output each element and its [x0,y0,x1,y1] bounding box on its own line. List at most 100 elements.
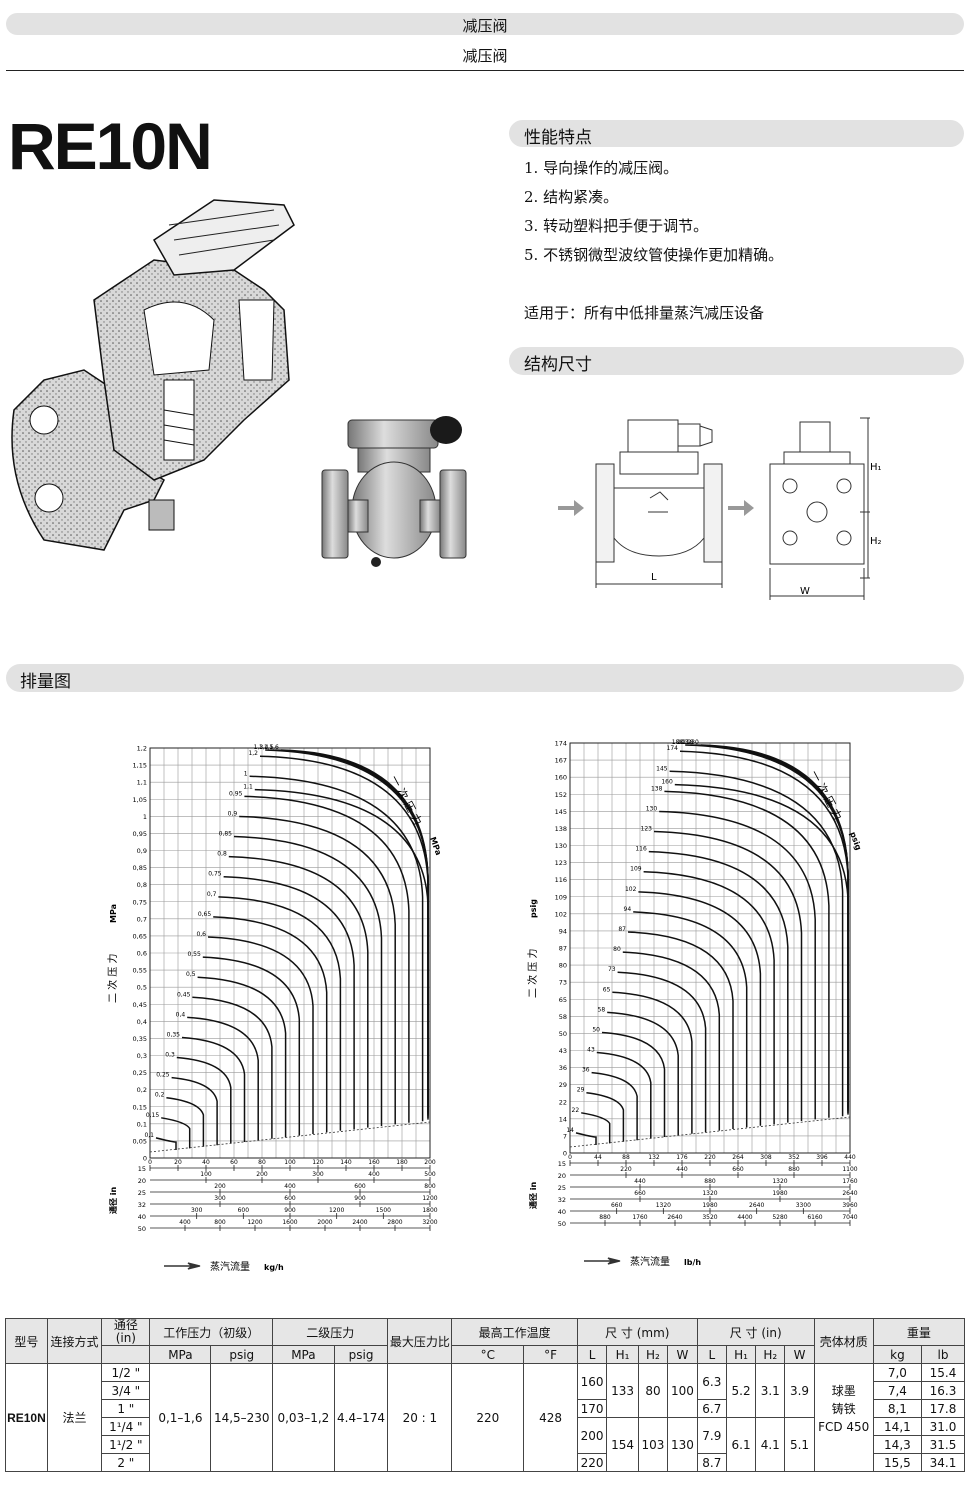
y-tick-label: 145 [555,808,567,816]
y-tick-label: 7 [563,1132,567,1140]
curve-label: 0,6 [196,931,206,938]
y-tick-label: 102 [555,910,567,918]
feature-item-3: 3. 转动塑料把手便于调节。 [524,217,709,235]
dimensions-title-bar [509,347,964,375]
pressure-curve [601,1031,666,1137]
curve-label: 1 [244,770,248,777]
bore-tick-label: 300 [214,1195,226,1202]
curve-label: 230 [687,739,699,746]
bore-tick-label: 400 [179,1219,191,1226]
y-tick-label: 0,5 [137,984,147,992]
y-tick-label: 0,05 [133,1137,147,1145]
y-tick-label: 0,7 [137,915,147,923]
x-axis-unit: lb/h [684,1258,701,1267]
bore-tick-label: 300 [312,1171,324,1178]
bore-size-label: 20 [138,1177,146,1185]
pressure-curve [643,870,775,1125]
curve-label: 0,85 [219,831,233,838]
flow-arrow-icon [164,1262,201,1270]
bore-tick-label: 2640 [667,1214,682,1221]
header-divider [6,70,964,71]
bore-tick-label: 3300 [796,1202,811,1209]
capacity-chart-mpa: 00,050,10,150,20,250,30,350,40,450,50,55… [106,744,443,1273]
curve-label: 36 [582,1067,590,1074]
pressure-curve [679,750,849,1113]
bore-tick-label: 440 [634,1178,646,1185]
flow-arrow-icon [584,1257,621,1265]
y-tick-label: 167 [555,757,567,765]
curve-label: 1,3 [254,744,264,751]
feature-item-1: 1. 导向操作的减压阀。 [524,159,679,177]
bore-tick-label: 200 [256,1171,268,1178]
curve-label: 0,5 [186,971,196,978]
bore-tick-label: 44 [594,1154,602,1161]
bore-label: 通径 in [528,1181,538,1209]
curve-label: 43 [587,1047,595,1054]
bore-tick-label: 40 [202,1159,210,1166]
pressure-curve [617,971,707,1133]
pressure-curve [581,1112,611,1144]
curve-label: 0,65 [198,911,212,918]
bore-tick-label: 2400 [352,1219,367,1226]
th-outlet: 二级压力 [272,1318,389,1346]
y-tick-label: 0,15 [133,1103,147,1111]
curve-label: 203 [677,739,689,746]
y-tick-label: 123 [555,859,567,867]
curve-label: 0,1 [144,1132,154,1139]
bore-tick-label: 396 [816,1154,828,1161]
bore-tick-label: 1320 [702,1190,717,1197]
curve-label: 0,35 [167,1031,181,1038]
curve-label: 29 [577,1087,585,1094]
curve-label: 0,3 [165,1052,175,1059]
header-subcategory: 减压阀 [462,47,508,65]
bore-tick-label: 600 [238,1207,250,1214]
pressure-curve [700,744,849,1107]
bore-tick-label: 1500 [376,1207,391,1214]
bore-tick-label: 200 [424,1159,436,1166]
y-axis-label: 二 次 压 力 [526,948,539,998]
pressure-curve [575,1132,597,1145]
bore-tick-label: 1600 [282,1219,297,1226]
curve-label: 73 [608,966,616,973]
feature-item-4: 5. 不锈钢微型波纹管使操作更加精确。 [524,246,784,264]
bore-tick-label: 440 [844,1154,856,1161]
bore-tick-label: 60 [230,1159,238,1166]
bore-tick-label: 900 [354,1195,366,1202]
pressure-curve [596,1051,652,1139]
bore-tick-label: 600 [284,1195,296,1202]
pressure-curve [166,1096,205,1147]
y-tick-label: 73 [559,979,567,987]
bore-tick-label: 800 [214,1219,226,1226]
y-tick-label: 116 [555,876,567,884]
y-tick-label: 22 [559,1098,567,1106]
bore-size-label: 20 [558,1172,566,1180]
curve-label: 1,4 [259,744,269,751]
bore-size-label: 50 [558,1220,566,1228]
th-temp: 最高工作温度 [451,1318,578,1346]
bore-tick-label: 308 [760,1154,772,1161]
y-tick-label: 0,95 [133,830,147,838]
curve-label: 1,1 [243,784,253,791]
curve-label: 0,75 [208,871,222,878]
features-title: 性能特点 [524,128,592,148]
curve-label: 102 [625,886,637,893]
bore-tick-label: 3960 [842,1202,857,1209]
pressure-curve [176,1056,232,1144]
bore-tick-label: 3520 [702,1214,717,1221]
bore-tick-label: 7040 [842,1214,857,1221]
dim-label-L: L [651,572,657,583]
features-title-bar [509,120,964,147]
pressure-curve [192,996,273,1139]
table-row: 2 " 220 8.7 15,5 34.1 [6,1453,965,1472]
y-tick-label: 130 [555,842,567,850]
curve-label: 160 [661,779,673,786]
th-weight: 重量 [872,1318,966,1346]
x-axis-unit: kg/h [264,1263,284,1272]
pressure-curve [181,1036,246,1142]
curve-label: 145 [656,765,668,772]
curve-label: 0,8 [217,851,227,858]
application-text: 适用于：所有中低排量蒸汽减压设备 [524,304,765,322]
curve-label: 0,55 [187,951,201,958]
bore-tick-label: 0 [148,1159,152,1166]
bore-tick-label: 0 [568,1154,572,1161]
